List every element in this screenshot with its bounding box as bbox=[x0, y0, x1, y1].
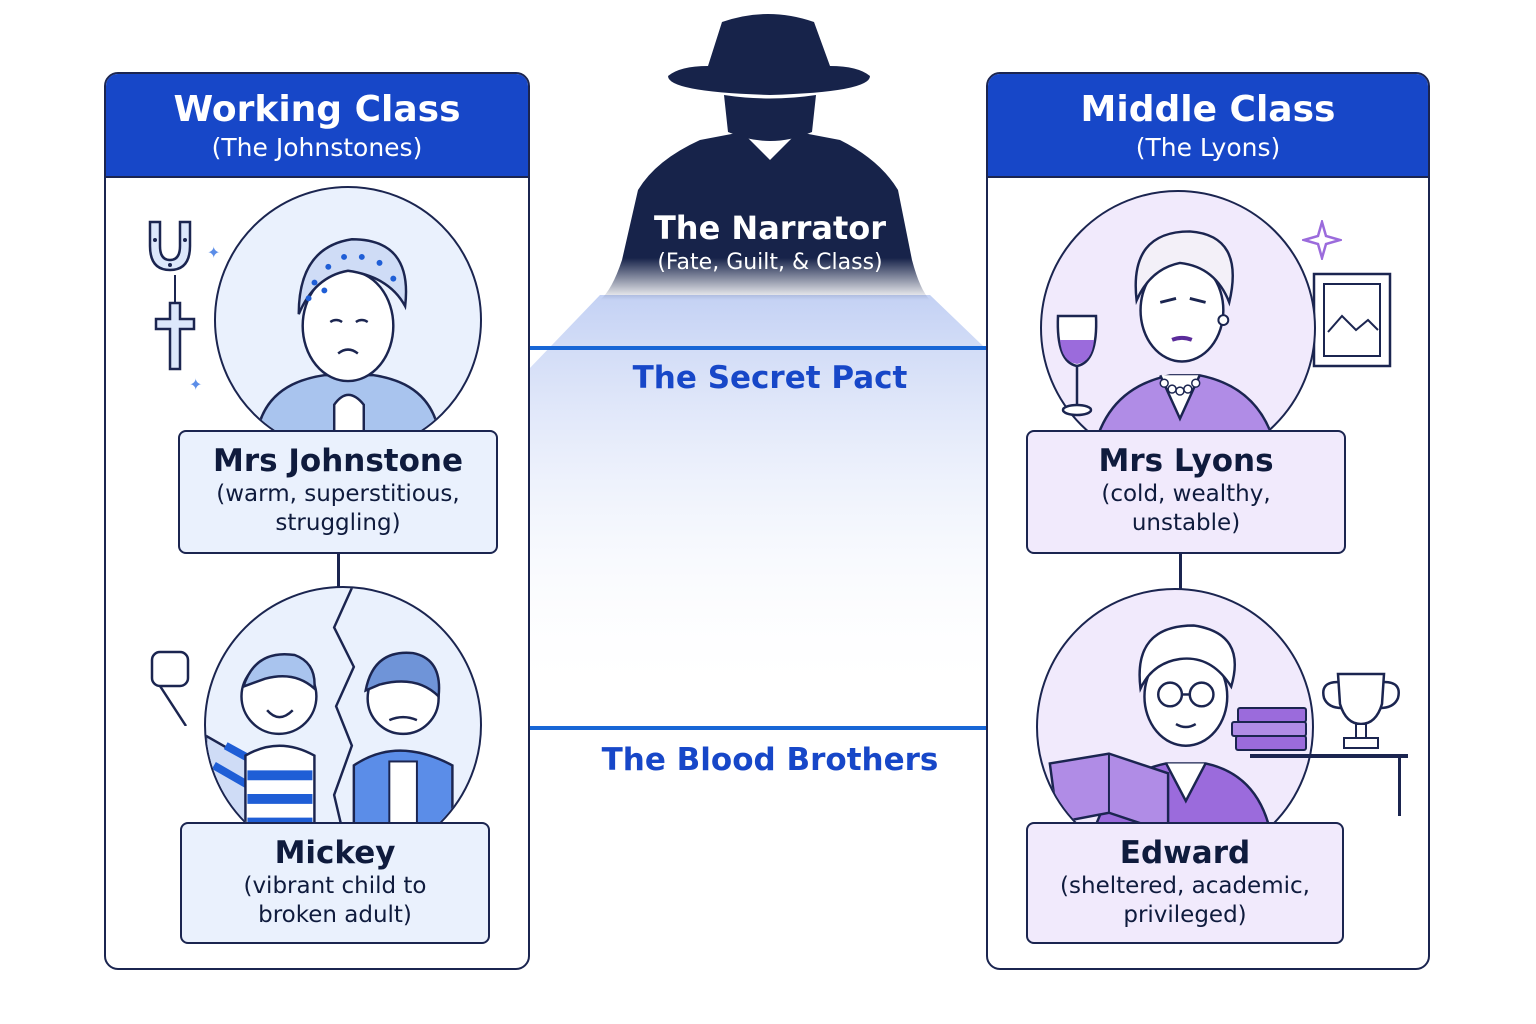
svg-text:✦: ✦ bbox=[189, 375, 202, 394]
mrs-johnstone-portrait bbox=[214, 186, 482, 454]
working-class-subtitle: (The Johnstones) bbox=[211, 133, 423, 162]
narrator-title: The Narrator bbox=[653, 209, 887, 247]
spotlight-beam bbox=[480, 295, 1060, 700]
narrator-silhouette bbox=[600, 132, 930, 300]
mrs-johnstone-desc-1: (warm, superstitious, bbox=[216, 481, 460, 507]
mickey-name: Mickey bbox=[274, 835, 396, 871]
mrs-johnstone-desc-2: struggling) bbox=[275, 510, 401, 536]
narrator-subtitle: (Fate, Guilt, & Class) bbox=[657, 250, 883, 275]
narrator-label: The Narrator (Fate, Guilt, & Class) bbox=[620, 208, 920, 278]
mrs-johnstone-name: Mrs Johnstone bbox=[212, 443, 463, 479]
raised-fist-icon bbox=[150, 650, 190, 726]
shelf bbox=[1250, 754, 1408, 758]
middle-class-subtitle: (The Lyons) bbox=[1135, 133, 1281, 162]
johnstone-connector bbox=[337, 552, 340, 600]
mrs-lyons-card: Mrs Lyons (cold, wealthy, unstable) bbox=[1026, 430, 1346, 554]
cross-icon bbox=[154, 275, 196, 371]
mickey-desc-2: broken adult) bbox=[258, 902, 412, 928]
edward-desc-2: privileged) bbox=[1123, 902, 1247, 928]
mrs-lyons-desc-2: unstable) bbox=[1131, 510, 1241, 536]
edward-card: Edward (sheltered, academic, privileged) bbox=[1026, 822, 1344, 944]
sparkle-icon: ✦ bbox=[189, 375, 202, 394]
working-class-header: Working Class (The Johnstones) bbox=[106, 74, 528, 178]
svg-text:✦: ✦ bbox=[207, 243, 220, 262]
sparkle-icon bbox=[1302, 220, 1342, 260]
mrs-lyons-name: Mrs Lyons bbox=[1098, 443, 1274, 479]
mrs-lyons-desc-1: (cold, wealthy, bbox=[1101, 481, 1271, 507]
mickey-card: Mickey (vibrant child to broken adult) bbox=[180, 822, 490, 944]
lyons-connector bbox=[1179, 552, 1182, 600]
middle-class-header: Middle Class (The Lyons) bbox=[988, 74, 1428, 178]
sparkle-icon: ✦ bbox=[207, 243, 220, 262]
working-class-title: Working Class bbox=[173, 89, 461, 130]
edward-desc-1: (sheltered, academic, bbox=[1060, 873, 1310, 899]
wine-glass-icon bbox=[1056, 314, 1098, 417]
blood-brothers-label: The Blood Brothers bbox=[601, 742, 939, 778]
books-icon bbox=[1231, 707, 1307, 751]
horseshoe-icon bbox=[148, 220, 192, 272]
middle-class-title: Middle Class bbox=[1080, 89, 1336, 130]
mrs-lyons-portrait bbox=[1040, 190, 1316, 466]
picture-frame-icon bbox=[1312, 272, 1392, 368]
mrs-johnstone-card: Mrs Johnstone (warm, superstitious, stru… bbox=[178, 430, 498, 554]
narrator-hat bbox=[668, 14, 870, 95]
trophy-icon bbox=[1322, 672, 1400, 749]
mickey-desc-1: (vibrant child to bbox=[243, 873, 427, 899]
shelf-leg bbox=[1398, 754, 1401, 816]
edward-name: Edward bbox=[1119, 835, 1251, 871]
secret-pact-label: The Secret Pact bbox=[632, 360, 908, 396]
